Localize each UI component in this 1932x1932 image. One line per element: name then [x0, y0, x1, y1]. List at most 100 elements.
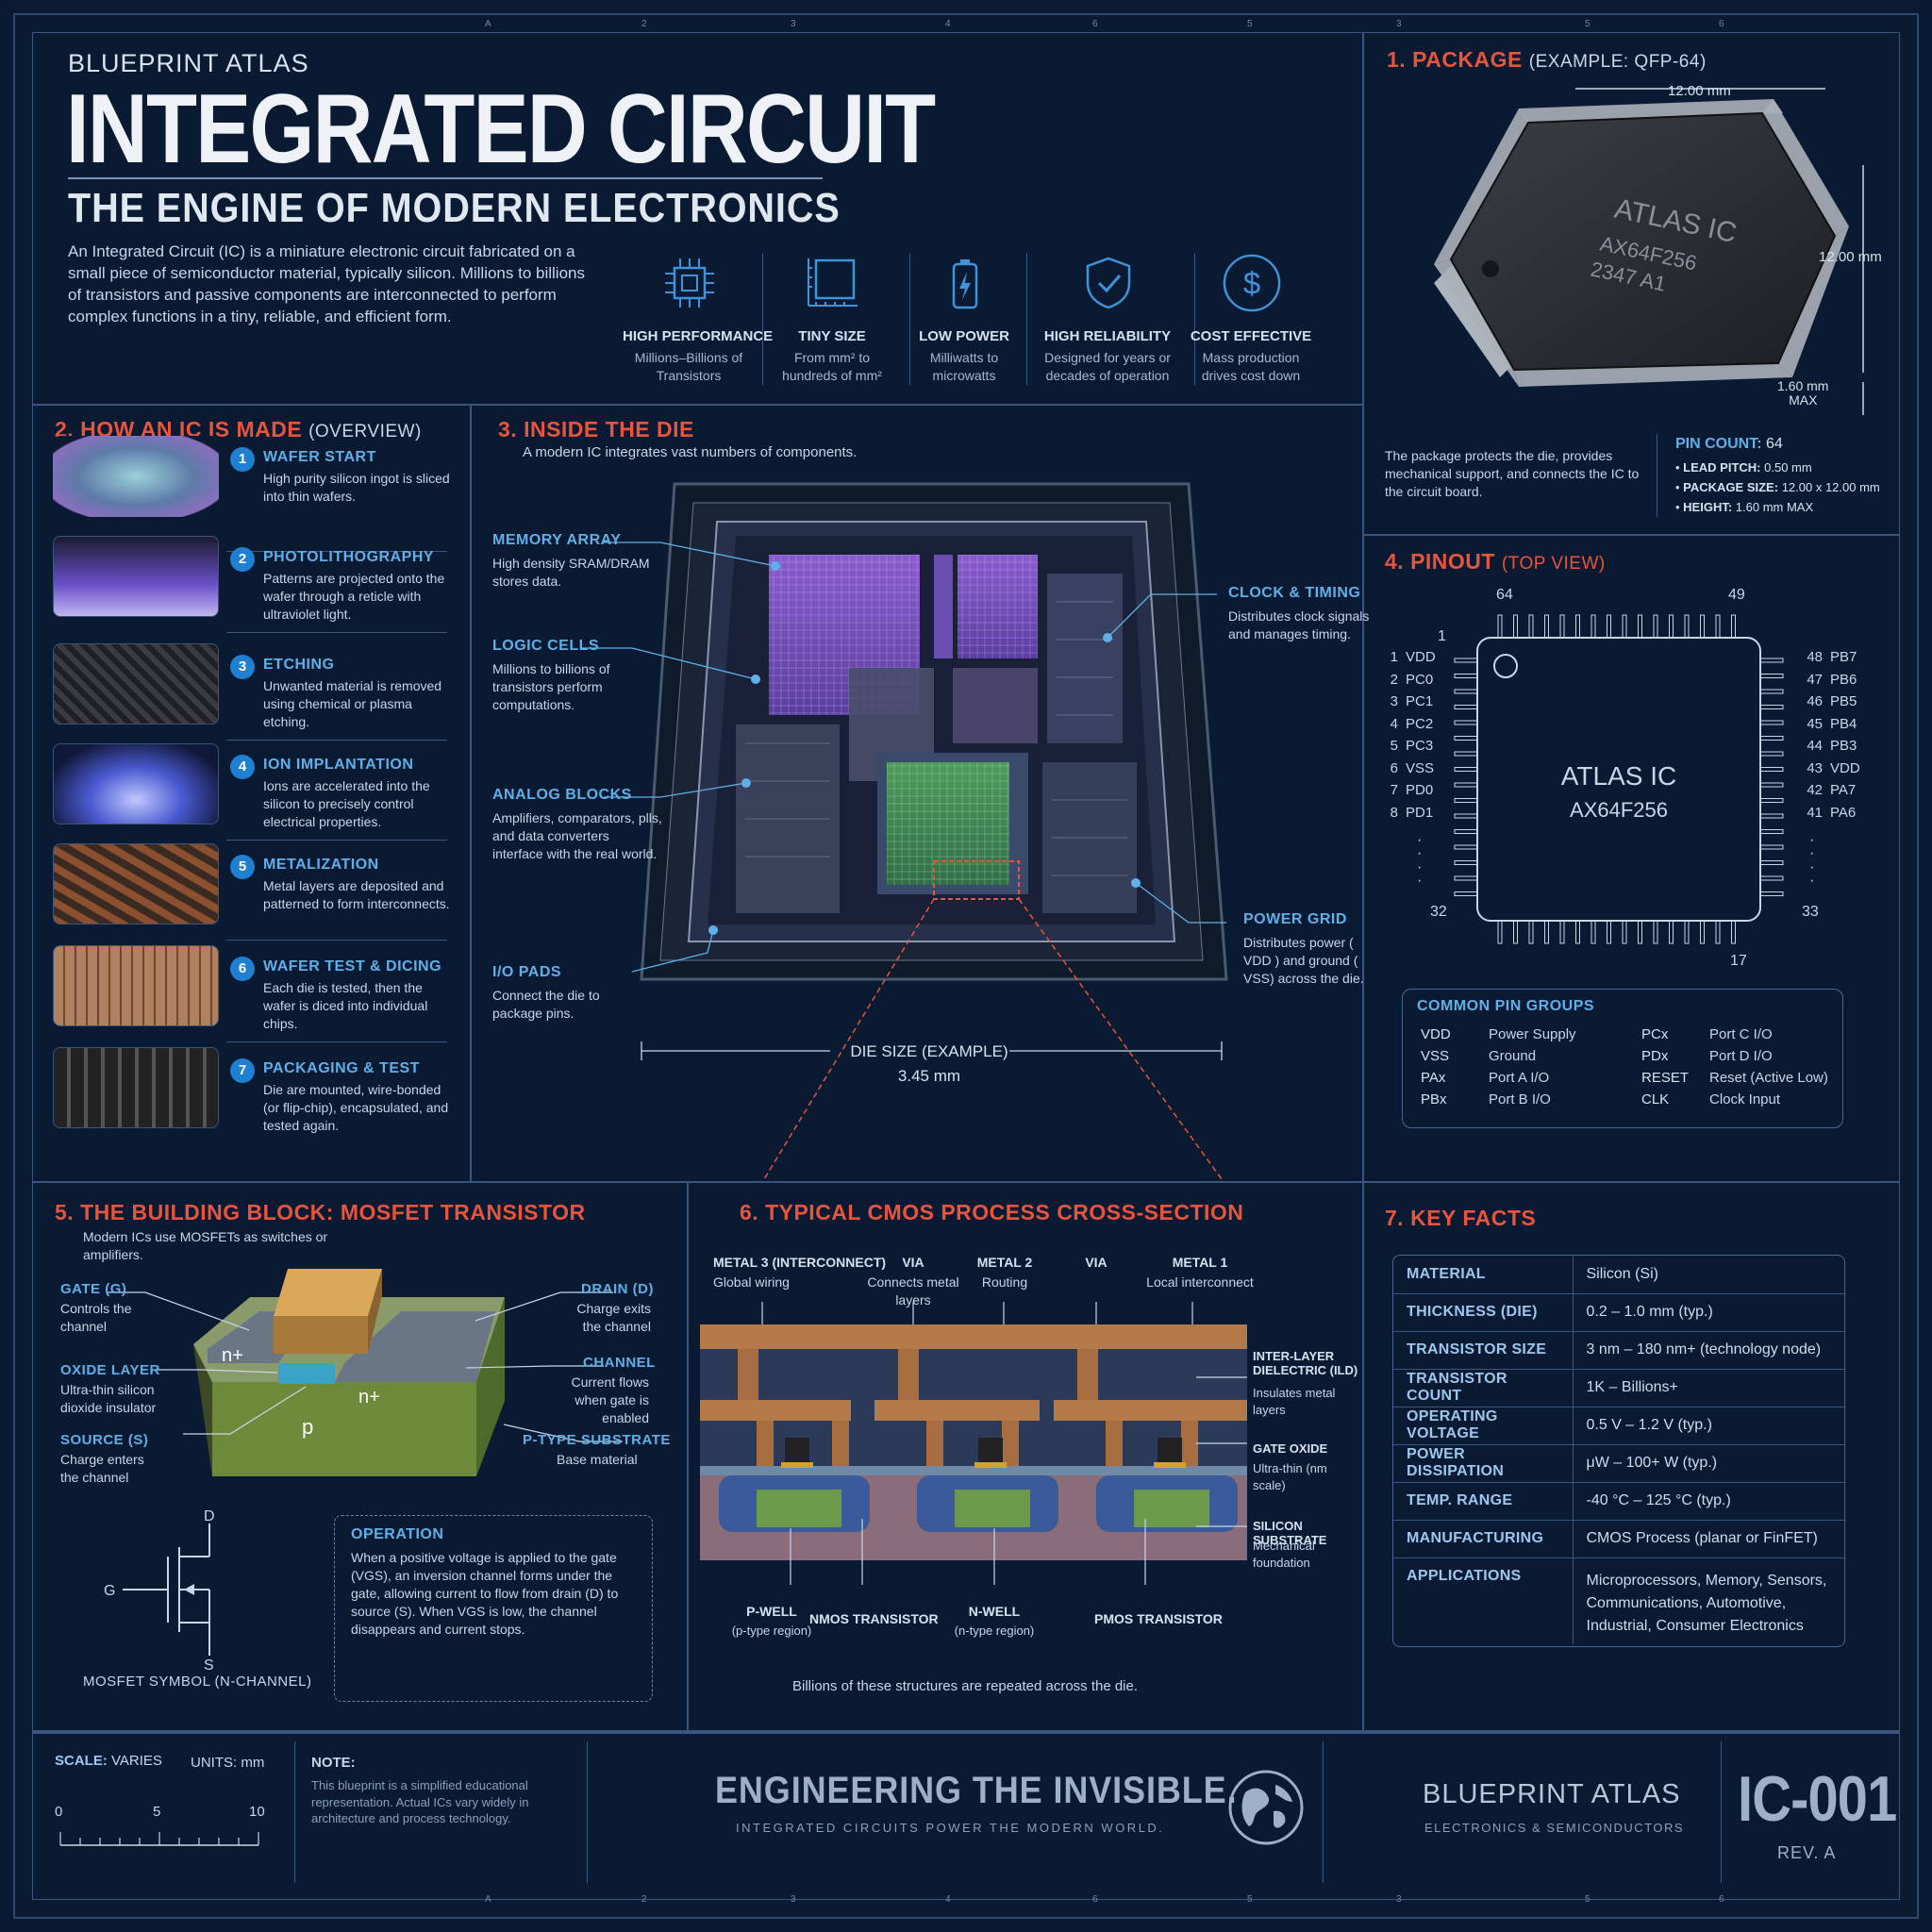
- tagline: ENGINEERING THE INVISIBLE.: [715, 1770, 1238, 1811]
- pin-lead: [1454, 751, 1478, 757]
- facts-heading: 7. KEY FACTS: [1385, 1206, 1536, 1231]
- cmos-top-desc: Local interconnect: [1146, 1274, 1254, 1290]
- pin-group-cell: Port C I/O: [1709, 1026, 1773, 1042]
- doc-code: IC-001: [1738, 1763, 1897, 1835]
- cmos-bottom-title: P-WELL: [746, 1604, 797, 1619]
- cmos-right-title: GATE OXIDE: [1253, 1441, 1328, 1456]
- pin-32-label: 32: [1430, 904, 1447, 920]
- ruler-mark: 3: [791, 1894, 796, 1905]
- step-divider: [226, 1041, 447, 1042]
- cmos-right-desc: Mechanical foundation: [1253, 1539, 1315, 1570]
- facts-key: MATERIAL: [1393, 1256, 1574, 1294]
- step-title: METALIZATION: [263, 857, 379, 873]
- pin-name: PA7: [1830, 782, 1857, 798]
- pin-name: VDD: [1406, 649, 1436, 665]
- die-callout-desc: Millions to billions of transistors perf…: [492, 661, 610, 712]
- scale-bar: [59, 1832, 259, 1846]
- facts-value: CMOS Process (planar or FinFET): [1573, 1520, 1844, 1558]
- scale-label: SCALE:: [55, 1753, 108, 1769]
- die-intro: A modern IC integrates vast numbers of c…: [523, 444, 858, 460]
- footer-brand: BLUEPRINT ATLAS: [1423, 1779, 1681, 1809]
- ruler-mark: 6: [1092, 1894, 1098, 1905]
- pin-lead: [1759, 782, 1784, 788]
- die-callout-title: I/O PADS: [492, 964, 562, 980]
- pin-lead: [1544, 920, 1549, 944]
- tagline-sub: INTEGRATED CIRCUITS POWER THE MODERN WOR…: [736, 1821, 1165, 1835]
- cmos-top-desc: Connects metal layers: [867, 1274, 959, 1307]
- pin-lead: [1454, 674, 1478, 678]
- svg-text:$: $: [1243, 266, 1260, 301]
- cmos-top-desc: Routing: [981, 1274, 1028, 1290]
- pin-group-cell: PBx: [1421, 1091, 1447, 1108]
- pin-lead: [1497, 614, 1503, 639]
- pin-lead: [1759, 860, 1784, 865]
- section-num: 1.: [1387, 47, 1407, 72]
- intro-text: An Integrated Circuit (IC) is a miniatur…: [68, 242, 585, 325]
- cmos-bottom-desc: (p-type region): [731, 1624, 812, 1638]
- feature-divider: [1194, 253, 1195, 385]
- pin-lead: [1759, 767, 1784, 772]
- pin-group-cell: Port D I/O: [1709, 1048, 1773, 1064]
- mosfet-panel: [32, 1181, 689, 1732]
- pin-group-cell: VSS: [1421, 1048, 1450, 1064]
- pin-name: PC3: [1406, 738, 1434, 754]
- ruler-mark: 3: [1396, 19, 1402, 29]
- pin-name: VSS: [1406, 759, 1435, 776]
- pin-17-label: 17: [1730, 953, 1747, 969]
- pin-name: PD0: [1406, 782, 1434, 798]
- pin-number: 5: [1390, 738, 1398, 754]
- pinout-chip-line1: ATLAS IC: [1561, 761, 1676, 791]
- operation-title: OPERATION: [351, 1526, 444, 1542]
- channel-title: CHANNEL: [583, 1355, 656, 1371]
- title-rule: [68, 177, 823, 179]
- pin-lead: [1684, 614, 1690, 639]
- made-panel: [32, 404, 472, 1183]
- step-number: 5: [230, 855, 255, 879]
- step-desc: Ions are accelerated into the silicon to…: [263, 778, 430, 829]
- pin-lead: [1454, 720, 1478, 725]
- footer-bar: [32, 1732, 1900, 1900]
- pin-name: PB4: [1830, 715, 1857, 732]
- spec-value: 0.50 mm: [1764, 460, 1812, 475]
- operation-box: [334, 1515, 653, 1702]
- pin-group-cell: Clock Input: [1709, 1091, 1781, 1108]
- ruler-mark: A: [485, 19, 491, 29]
- pin-49-label: 49: [1728, 587, 1745, 603]
- substrate-title: P-TYPE SUBSTRATE: [523, 1432, 671, 1448]
- spec-value: 12.00 x 12.00 mm: [1781, 479, 1880, 494]
- pin-lead: [1622, 614, 1627, 639]
- facts-value: -40 °C – 125 °C (typ.): [1573, 1482, 1844, 1521]
- cmos-heading: 6. TYPICAL CMOS PROCESS CROSS-SECTION: [740, 1200, 1243, 1225]
- mosfet-symbol: D G S: [104, 1509, 215, 1670]
- pin-count: PIN COUNT: 64: [1675, 436, 1783, 453]
- pin-number: 47: [1807, 671, 1823, 688]
- np-label-right: n+: [358, 1387, 380, 1407]
- np-label-left: n+: [222, 1345, 243, 1366]
- pin-lead: [1454, 829, 1478, 834]
- pin-lead: [1759, 891, 1784, 896]
- die-size-sub: (EXAMPLE): [921, 1042, 1008, 1060]
- step-number: 1: [230, 447, 255, 472]
- die-callout-title: ANALOG BLOCKS: [492, 787, 632, 803]
- pin-group-cell: PDx: [1641, 1048, 1669, 1064]
- pin-number: 7: [1390, 782, 1398, 798]
- pin-name: VDD: [1830, 759, 1860, 776]
- header-panel: [32, 32, 1364, 406]
- die-size-label: DIE SIZE: [850, 1042, 918, 1060]
- ruler-mark: 4: [945, 19, 951, 29]
- channel-desc: Current flows when gate is enabled: [571, 1374, 649, 1425]
- die-panel: [470, 404, 1364, 1183]
- facts-row: TEMP. RANGE-40 °C – 125 °C (typ.): [1393, 1482, 1844, 1521]
- feature-title: LOW POWER: [919, 328, 1009, 344]
- pin-number: 3: [1390, 693, 1398, 709]
- pin-lead: [1759, 658, 1784, 663]
- section-title: INSIDE THE DIE: [524, 417, 694, 441]
- pin-number: 48: [1807, 649, 1823, 665]
- step-title: ION IMPLANTATION: [263, 757, 414, 773]
- pin-lead: [1497, 920, 1503, 944]
- scale-text: SCALE: VARIES: [55, 1753, 162, 1769]
- footer-div-1: [294, 1741, 295, 1883]
